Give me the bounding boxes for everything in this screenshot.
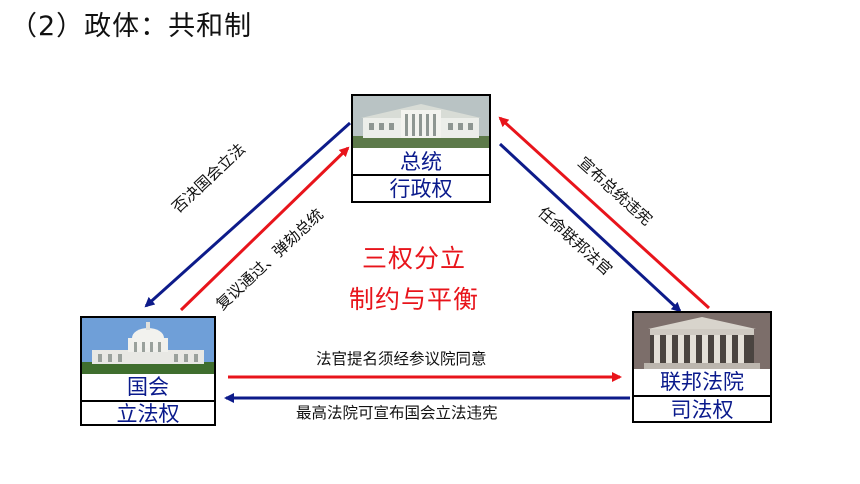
court-divider xyxy=(634,395,770,397)
court-node: 联邦法院 司法权 xyxy=(632,311,772,423)
label-court-to-congress: 最高法院可宣布国会立法违宪 xyxy=(296,404,498,422)
center-line-1: 三权分立 xyxy=(362,244,467,273)
congress-divider xyxy=(82,400,214,402)
court-power: 司法权 xyxy=(670,398,734,422)
court-label: 联邦法院 xyxy=(660,370,744,394)
arrow-president-to-congress xyxy=(144,121,352,308)
arrow-president-to-court xyxy=(498,142,682,313)
capitol-image xyxy=(82,318,214,374)
president-power: 行政权 xyxy=(389,177,453,201)
white-house-image xyxy=(353,96,489,148)
page-title: （2）政体：共和制 xyxy=(10,11,253,42)
president-divider xyxy=(353,174,489,176)
congress-label: 国会 xyxy=(127,375,169,399)
label-congress-to-court: 法官提名须经参议院同意 xyxy=(316,350,487,368)
president-label: 总统 xyxy=(400,150,442,174)
congress-node: 国会 立法权 xyxy=(80,316,216,426)
arrow-congress-to-president xyxy=(179,146,350,312)
president-node: 总统 行政权 xyxy=(351,94,491,203)
congress-power: 立法权 xyxy=(116,402,180,426)
arrow-court-to-president xyxy=(498,116,711,310)
supreme-court-image xyxy=(634,313,770,369)
center-line-2: 制约与平衡 xyxy=(349,285,480,314)
